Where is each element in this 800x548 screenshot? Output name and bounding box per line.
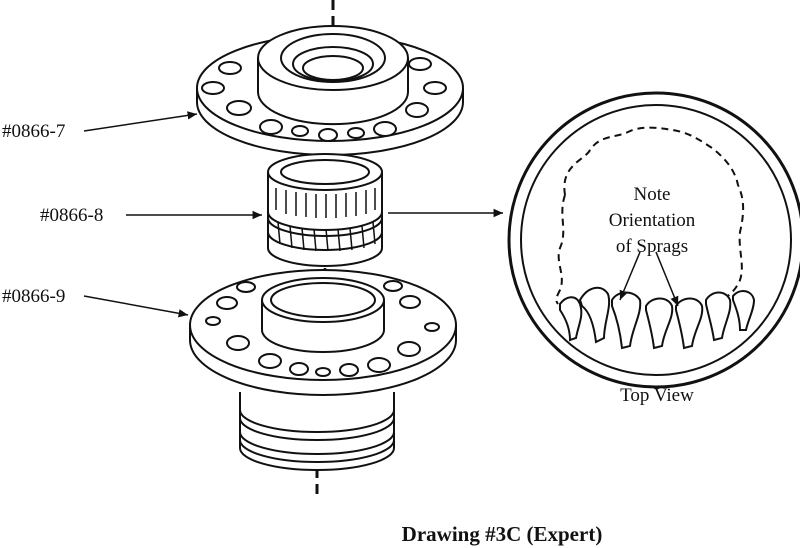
note-line-3: of Sprags bbox=[616, 236, 688, 257]
sprag-slats bbox=[275, 188, 376, 252]
bottom-flange-part bbox=[189, 269, 457, 471]
sprag-clutch-part bbox=[267, 153, 383, 267]
cage-outline-dashed bbox=[563, 126, 745, 303]
part-label-0866-7: #0866-7 bbox=[2, 121, 65, 142]
top-flange-part bbox=[196, 25, 464, 156]
top-view-detail bbox=[507, 91, 800, 389]
drawing-caption: Drawing #3C (Expert) bbox=[402, 522, 603, 546]
sprags-top-view bbox=[559, 286, 756, 350]
note-line-2: Orientation bbox=[609, 210, 696, 231]
leader-lines bbox=[83, 111, 503, 318]
top-flange-bolt-holes bbox=[201, 57, 447, 142]
bottom-flange-bolt-holes bbox=[205, 280, 440, 377]
note-line-1: Note bbox=[634, 184, 671, 205]
part-label-0866-9: #0866-9 bbox=[2, 286, 65, 307]
top-view-label: Top View bbox=[620, 385, 694, 406]
part-label-0866-8: #0866-8 bbox=[40, 205, 103, 226]
